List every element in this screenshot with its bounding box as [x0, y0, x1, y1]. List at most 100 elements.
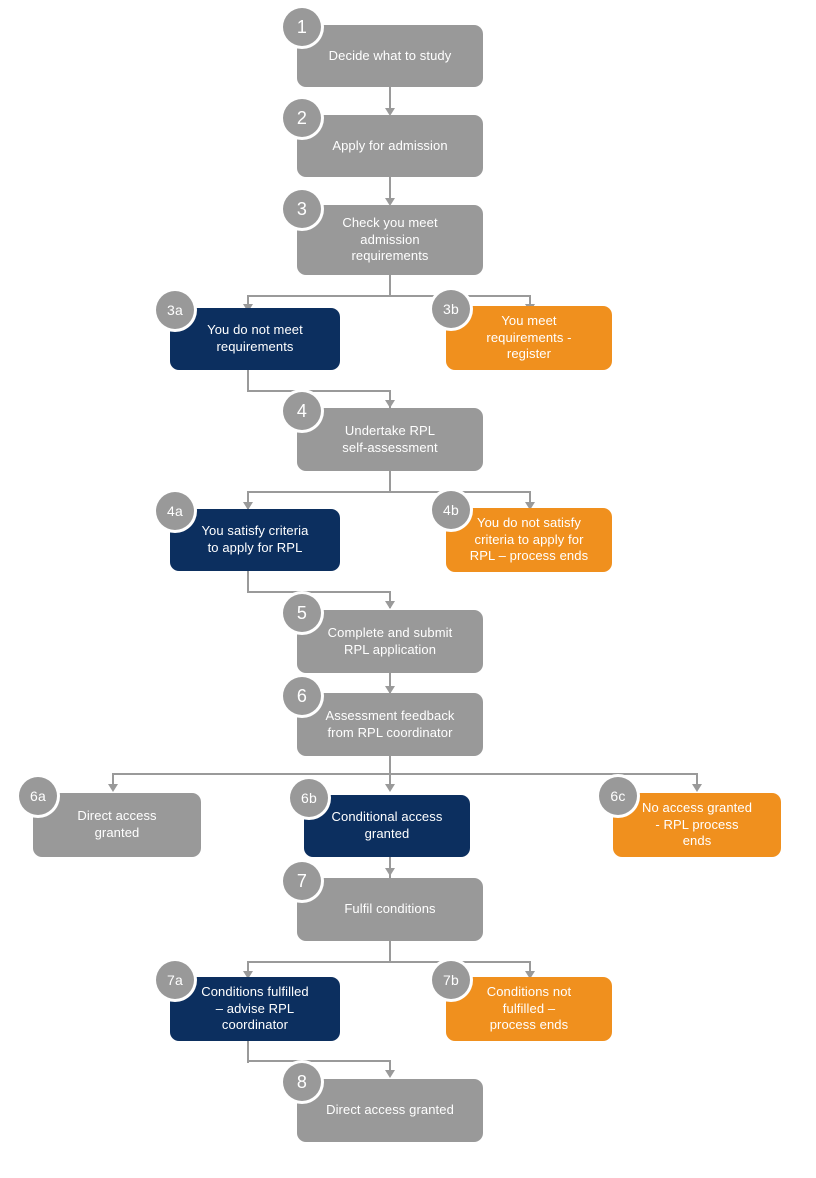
badge-4a: 4a: [156, 492, 194, 530]
connector-6-to-6a: [112, 773, 114, 789]
arrowhead-6-to-6b: [385, 784, 395, 792]
node-6-label: Assessment feedback from RPL coordinator: [325, 707, 455, 740]
badge-6b: 6b: [290, 779, 328, 817]
badge-4a-text: 4a: [167, 503, 183, 519]
badge-6c: 6c: [599, 777, 637, 815]
node-7a-label: Conditions fulfilled – advise RPL coordi…: [201, 984, 309, 1033]
node-6b[interactable]: Conditional access granted: [304, 795, 470, 857]
node-6c[interactable]: No access granted - RPL process ends: [613, 793, 781, 857]
connector-3a-to-4-bar: [247, 390, 391, 392]
node-3b[interactable]: You meet requirements - register: [446, 306, 612, 370]
badge-3a: 3a: [156, 291, 194, 329]
badge-4b: 4b: [432, 491, 470, 529]
node-7b[interactable]: Conditions not fulfilled – process ends: [446, 977, 612, 1041]
badge-6a-text: 6a: [30, 788, 46, 804]
node-4-label: Undertake RPL self-assessment: [342, 422, 438, 455]
arrowhead-1-to-2: [385, 108, 395, 116]
connector-4a-to-5: [389, 591, 391, 608]
arrowhead-7a-to-8: [385, 1070, 395, 1078]
badge-6c-text: 6c: [610, 788, 626, 804]
arrowhead-6b-to-7: [385, 868, 395, 876]
badge-5-text: 5: [296, 603, 308, 623]
arrowhead-4-to-4b: [525, 502, 535, 510]
node-6a[interactable]: Direct access granted: [33, 793, 201, 857]
connector-6-to-6b: [389, 773, 391, 789]
connector-3-down: [389, 274, 391, 297]
badge-3b-text: 3b: [443, 301, 459, 317]
connector-4a-to-5-bar: [247, 591, 391, 593]
connector-4-to-4a: [247, 491, 249, 509]
connector-7-to-7a: [247, 961, 249, 977]
arrowhead-5-to-6: [385, 686, 395, 694]
node-4a[interactable]: You satisfy criteria to apply for RPL: [170, 509, 340, 571]
arrowhead-6-to-6a: [108, 784, 118, 792]
node-6b-label: Conditional access granted: [331, 809, 443, 841]
connector-7a-down: [247, 1041, 249, 1063]
connector-7-split-bar: [247, 961, 531, 963]
arrowhead-3a-to-4: [385, 400, 395, 408]
node-5-label: Complete and submit RPL application: [327, 624, 453, 657]
badge-7: 7: [283, 862, 321, 900]
node-4b[interactable]: You do not satisfy criteria to apply for…: [446, 508, 612, 572]
node-6a-label: Direct access granted: [77, 808, 157, 840]
badge-5: 5: [283, 594, 321, 632]
arrowhead-4-to-4a: [243, 502, 253, 510]
arrowhead-7-to-7b: [525, 971, 535, 979]
badge-7b-text: 7b: [443, 972, 459, 988]
node-2[interactable]: Apply for admission: [297, 115, 483, 177]
connector-1-to-2: [389, 87, 391, 111]
badge-6b-text: 6b: [301, 790, 317, 806]
badge-8-text: 8: [296, 1072, 308, 1092]
badge-2-text: 2: [296, 108, 308, 128]
connector-7-down: [389, 941, 391, 963]
badge-4b-text: 4b: [443, 502, 459, 518]
badge-1: 1: [283, 8, 321, 46]
badge-6a: 6a: [19, 777, 57, 815]
badge-3: 3: [283, 190, 321, 228]
connector-4-to-4b: [529, 491, 531, 509]
badge-1-text: 1: [296, 17, 308, 37]
node-1-label: Decide what to study: [328, 47, 452, 63]
badge-4: 4: [283, 392, 321, 430]
connector-4-split-bar: [247, 491, 531, 493]
badge-7a-text: 7a: [167, 972, 183, 988]
connector-2-to-3: [389, 177, 391, 201]
node-8[interactable]: Direct access granted: [297, 1079, 483, 1142]
node-7a[interactable]: Conditions fulfilled – advise RPL coordi…: [170, 977, 340, 1041]
connector-6-split-bar: [112, 773, 698, 775]
connector-6-to-6c: [696, 773, 698, 789]
connector-7a-to-8: [389, 1060, 391, 1076]
arrowhead-4a-to-5: [385, 601, 395, 609]
badge-4-text: 4: [296, 401, 308, 421]
badge-3a-text: 3a: [167, 302, 183, 318]
badge-6-text: 6: [296, 686, 308, 706]
badge-7a: 7a: [156, 961, 194, 999]
connector-3-split-bar: [247, 295, 531, 297]
badge-8: 8: [283, 1063, 321, 1101]
node-3[interactable]: Check you meet admission requirements: [297, 205, 483, 275]
node-7-label: Fulfil conditions: [344, 901, 436, 917]
node-4[interactable]: Undertake RPL self-assessment: [297, 408, 483, 471]
connector-7-to-7b: [529, 961, 531, 977]
badge-7-text: 7: [296, 871, 308, 891]
node-6c-label: No access granted - RPL process ends: [641, 800, 753, 849]
connector-4a-down: [247, 571, 249, 593]
connector-7a-to-8-bar: [247, 1060, 391, 1062]
badge-2: 2: [283, 99, 321, 137]
badge-3b: 3b: [432, 290, 470, 328]
node-3a[interactable]: You do not meet requirements: [170, 308, 340, 370]
node-7b-label: Conditions not fulfilled – process ends: [486, 984, 572, 1033]
node-6[interactable]: Assessment feedback from RPL coordinator: [297, 693, 483, 756]
badge-6: 6: [283, 677, 321, 715]
node-1[interactable]: Decide what to study: [297, 25, 483, 87]
node-7[interactable]: Fulfil conditions: [297, 878, 483, 941]
node-2-label: Apply for admission: [332, 137, 448, 153]
arrowhead-7-to-7a: [243, 971, 253, 979]
node-8-label: Direct access granted: [326, 1102, 454, 1118]
arrowhead-2-to-3: [385, 198, 395, 206]
connector-4-down: [389, 471, 391, 493]
connector-5-to-6: [389, 673, 391, 695]
connector-3a-to-4: [389, 390, 391, 408]
node-5[interactable]: Complete and submit RPL application: [297, 610, 483, 673]
